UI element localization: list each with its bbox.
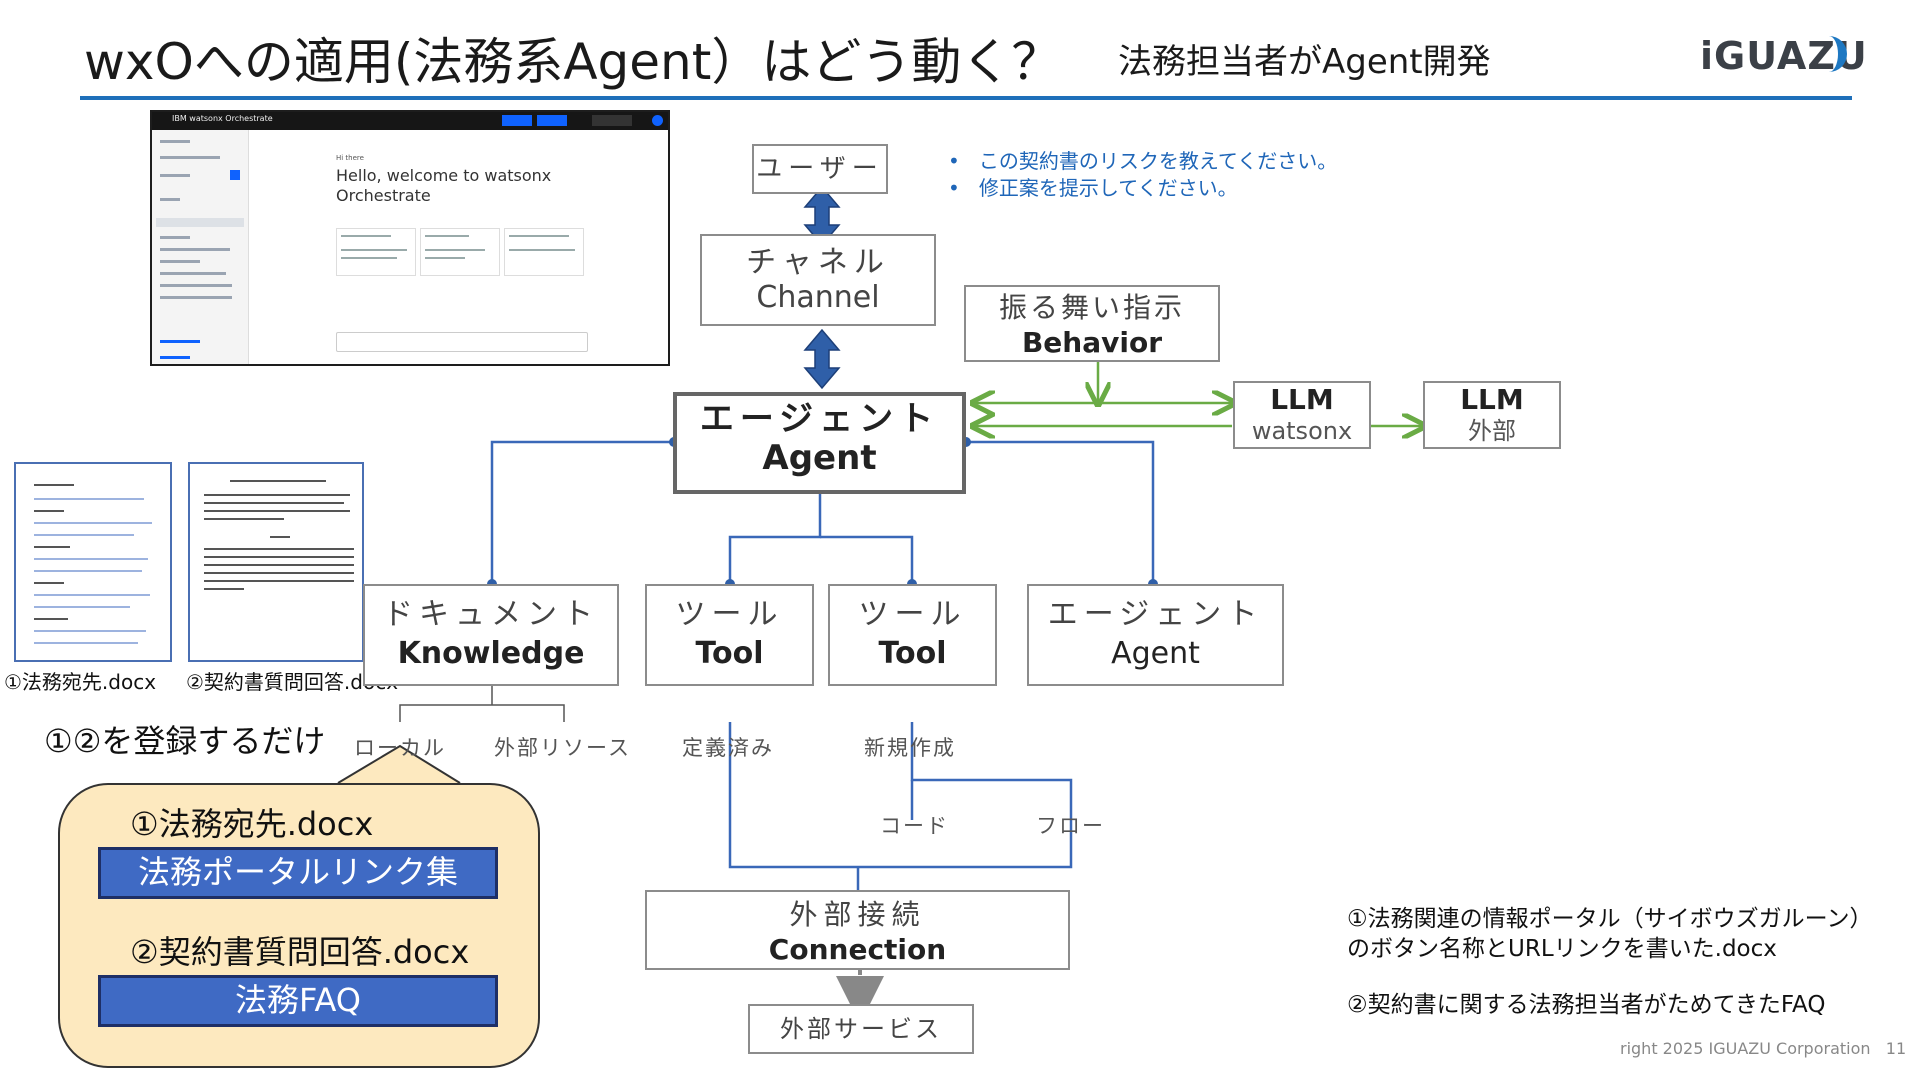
behavior-jp-label: 振る舞い指示 [998, 291, 1185, 324]
label-new: 新規作成 [864, 736, 956, 760]
agent-box: エージェント Agent [673, 392, 966, 494]
screenshot-greeting-small: Hi there [336, 154, 364, 162]
document-thumbnail-2 [188, 462, 364, 662]
footer: right 2025 IGUAZU Corporation 11 [1620, 1039, 1906, 1058]
screenshot-card [420, 228, 500, 276]
avatar [652, 115, 663, 126]
channel-box: チャネル Channel [700, 234, 936, 326]
double-arrow-channel-agent [803, 328, 841, 390]
connection-jp-label: 外部接続 [789, 898, 926, 931]
llm-watsonx-sub: watsonx [1251, 417, 1353, 445]
behavior-en-label: Behavior [1021, 326, 1163, 359]
notes: ①法務関連の情報ポータル（サイボウズガルーン） のボタン名称とURLリンクを書い… [1347, 904, 1872, 1020]
external-service-label: 外部サービス [780, 1015, 942, 1043]
callout-item-2: ②契約書質問回答.docx [130, 933, 470, 971]
note-line: ①法務関連の情報ポータル（サイボウズガルーン） [1347, 906, 1873, 932]
agent-jp-label: エージェント [699, 399, 940, 439]
sub-agent-en-label: Agent [1111, 636, 1200, 671]
behavior-box: 振る舞い指示 Behavior [964, 285, 1220, 362]
knowledge-en-label: Knowledge [397, 636, 585, 671]
callout-bar-2: 法務FAQ [98, 975, 498, 1027]
screenshot-app-name: IBM watsonx Orchestrate [172, 114, 273, 123]
note-line: のボタン名称とURLリンクを書いた.docx [1347, 936, 1777, 962]
logo-swoosh-icon [1815, 36, 1847, 72]
tool2-en-label: Tool [878, 636, 947, 671]
tool1-en-label: Tool [695, 636, 764, 671]
tool-box-2: ツール Tool [828, 584, 997, 686]
user-label: ユーザー [756, 154, 884, 184]
page-title: wxOへの適用(法務系Agent）はどう動く？ [84, 33, 1062, 91]
sub-agent-box: エージェント Agent [1027, 584, 1284, 686]
orchestrate-screenshot: IBM watsonx Orchestrate Hi there Hello, … [150, 110, 670, 366]
tool2-jp-label: ツール [858, 597, 967, 632]
connection-box: 外部接続 Connection [645, 890, 1070, 970]
screenshot-button [537, 115, 567, 126]
screenshot-chat-input [336, 332, 588, 352]
llm-external-title: LLM [1460, 383, 1524, 416]
bullet-item: • 修正案を提示してください。 [948, 176, 1238, 200]
tool-box-1: ツール Tool [645, 584, 814, 686]
label-flow: フロー [1036, 814, 1105, 838]
document-caption-1: ①法務宛先.docx [4, 670, 157, 694]
header-rule [80, 96, 1852, 100]
llm-external-box: LLM 外部 [1423, 381, 1561, 449]
callout-item-1: ①法務宛先.docx [130, 805, 374, 843]
connection-en-label: Connection [768, 933, 947, 966]
label-local: ローカル [354, 736, 446, 760]
channel-jp-label: チャネル [746, 245, 890, 280]
bullet-item: • この契約書のリスクを教えてください。 [948, 149, 1338, 173]
screenshot-button [592, 115, 632, 126]
llm-external-sub: 外部 [1468, 417, 1516, 445]
page-number: 11 [1885, 1039, 1907, 1058]
agent-en-label: Agent [762, 438, 877, 478]
screenshot-button [502, 115, 532, 126]
knowledge-box: ドキュメント Knowledge [363, 584, 619, 686]
llm-watsonx-box: LLM watsonx [1233, 381, 1371, 449]
callout-bubble: ①法務宛先.docx 法務ポータルリンク集 ②契約書質問回答.docx 法務FA… [58, 783, 540, 1068]
footer-copyright: right 2025 IGUAZU Corporation [1620, 1039, 1871, 1058]
prompt-bullets: • この契約書のリスクを教えてください。 • 修正案を提示してください。 [948, 148, 1337, 202]
channel-en-label: Channel [756, 280, 880, 315]
label-predefined: 定義済み [682, 736, 774, 760]
callout-label: ①②を登録するだけ [44, 722, 326, 760]
user-box: ユーザー [752, 144, 888, 194]
screenshot-card [504, 228, 584, 276]
document-thumbnail-1 [14, 462, 172, 662]
screenshot-topbar: IBM watsonx Orchestrate [152, 112, 668, 130]
document-caption-2: ②契約書質問回答.docx [186, 670, 399, 694]
knowledge-jp-label: ドキュメント [383, 597, 599, 632]
page-subtitle: 法務担当者がAgent開発 [1118, 42, 1491, 82]
llm-watsonx-title: LLM [1270, 383, 1334, 416]
sub-agent-jp-label: エージェント [1047, 597, 1264, 632]
tool1-jp-label: ツール [675, 597, 784, 632]
callout-bar-1: 法務ポータルリンク集 [98, 847, 498, 899]
screenshot-card [336, 228, 416, 276]
label-external-resource: 外部リソース [494, 736, 631, 760]
screenshot-greeting: Hello, welcome to watsonx Orchestrate [336, 166, 552, 205]
note-line: ②契約書に関する法務担当者がためてきたFAQ [1347, 992, 1826, 1018]
screenshot-sidebar [152, 130, 249, 364]
label-code: コード [880, 814, 949, 838]
external-service-box: 外部サービス [748, 1004, 974, 1054]
